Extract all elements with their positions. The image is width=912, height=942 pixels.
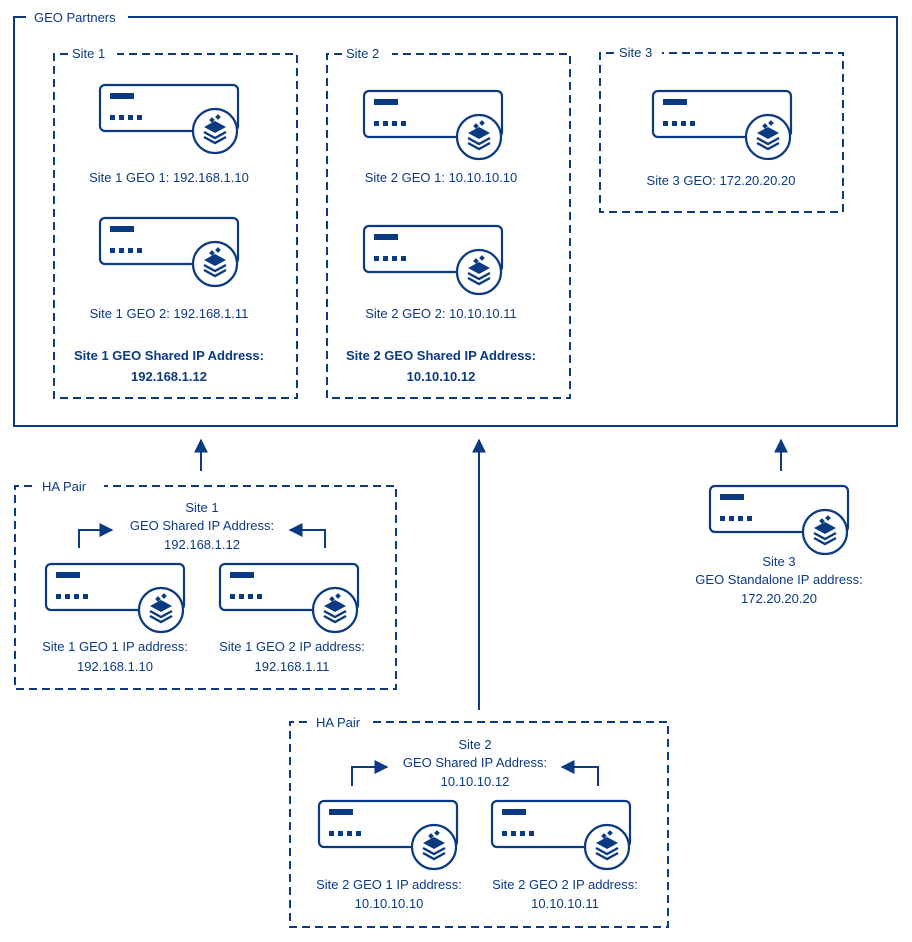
ha-site-1-geo-2-ip: 192.168.1.11: [255, 659, 330, 674]
ha-site-2-geo-1-label: Site 2 GEO 1 IP address:: [316, 877, 462, 892]
site-2-title: Site 2: [346, 46, 379, 61]
site-3-geo-appliance-icon: [651, 89, 793, 161]
standalone-site-3-site: Site 3: [762, 554, 795, 569]
ha-site-2-geo-2-to-shared-arrow: [560, 760, 599, 786]
ha-pair-site-1-title: HA Pair: [42, 479, 87, 494]
ha-site-1-geo-2-appliance-icon: [218, 562, 360, 634]
geo-partners-group: GEO Partners Site 1 Site 1 GEO 1: 192.16…: [13, 10, 898, 427]
site-2-geo-1-label: Site 2 GEO 1: 10.10.10.10: [365, 170, 518, 185]
site-1-box: Site 1 Site 1 GEO 1: 192.168.1.10 Site 1…: [53, 46, 298, 399]
ha-site-1-geo-1-label: Site 1 GEO 1 IP address:: [42, 639, 188, 654]
site-1-shared-ip: 192.168.1.12: [131, 369, 207, 384]
site-1-geo-1-appliance-icon: [98, 83, 240, 155]
ha-site-1-geo-1-appliance-icon: [44, 562, 186, 634]
site-2-geo-2-appliance-icon: [362, 224, 504, 296]
site-1-geo-2-label: Site 1 GEO 2: 192.168.1.11: [90, 306, 249, 321]
site-2-shared-label: Site 2 GEO Shared IP Address:: [346, 348, 536, 363]
ha-site-2-geo-2-appliance-icon: [490, 799, 632, 871]
ha-site-1-geo-1-ip: 192.168.1.10: [77, 659, 153, 674]
site-1-geo-1-label: Site 1 GEO 1: 192.168.1.10: [89, 170, 249, 185]
ha-site-2-geo-2-ip: 10.10.10.11: [531, 896, 599, 911]
ha-pair-site-1-shared-label: GEO Shared IP Address:: [130, 518, 274, 533]
site-3-box: Site 3 Site 3 GEO: 172.20.20.20: [599, 45, 844, 213]
site-1-geo-2-appliance-icon: [98, 216, 240, 288]
ha-pair-site-2-shared-ip: 10.10.10.12: [441, 774, 510, 789]
ha-site-2-geo-2-label: Site 2 GEO 2 IP address:: [492, 877, 638, 892]
ha-site-2-geo-1-ip: 10.10.10.10: [355, 896, 424, 911]
site-2-geo-1-appliance-icon: [362, 89, 504, 161]
standalone-site-3-ip: 172.20.20.20: [741, 591, 817, 606]
ha-site-2-geo-1-to-shared-arrow: [351, 760, 389, 786]
standalone-site-3-label: GEO Standalone IP address:: [695, 572, 862, 587]
ha-pair-site-2-title: HA Pair: [316, 715, 361, 730]
site-2-geo-2-label: Site 2 GEO 2: 10.10.10.11: [365, 306, 517, 321]
standalone-site-3-appliance-icon: [708, 484, 850, 556]
ha-pair-site-1-box: HA Pair Site 1 GEO Shared IP Address: 19…: [14, 479, 397, 690]
site-1-shared-label: Site 1 GEO Shared IP Address:: [74, 348, 264, 363]
site-2-shared-ip: 10.10.10.12: [407, 369, 476, 384]
ha-site-1-geo-2-label: Site 1 GEO 2 IP address:: [219, 639, 365, 654]
ha-pair-site-2-box: HA Pair Site 2 GEO Shared IP Address: 10…: [289, 715, 669, 928]
geo-partners-title: GEO Partners: [34, 10, 116, 25]
ha-site-1-geo-2-to-shared-arrow: [288, 523, 326, 548]
site-3-geo-label: Site 3 GEO: 172.20.20.20: [647, 173, 796, 188]
ha-pair-site-1-site: Site 1: [185, 500, 218, 515]
ha-site-2-geo-1-appliance-icon: [317, 799, 459, 871]
site-1-title: Site 1: [72, 46, 105, 61]
ha-pair-site-2-shared-label: GEO Shared IP Address:: [403, 755, 547, 770]
site-2-box: Site 2 Site 2 GEO 1: 10.10.10.10 Site 2 …: [326, 46, 571, 399]
ha-pair-site-2-site: Site 2: [458, 737, 491, 752]
ha-pair-site-1-shared-ip: 192.168.1.12: [164, 537, 240, 552]
site-3-title: Site 3: [619, 45, 652, 60]
ha-site-1-geo-1-to-shared-arrow: [78, 523, 114, 548]
standalone-site-3: Site 3 GEO Standalone IP address: 172.20…: [695, 484, 863, 606]
